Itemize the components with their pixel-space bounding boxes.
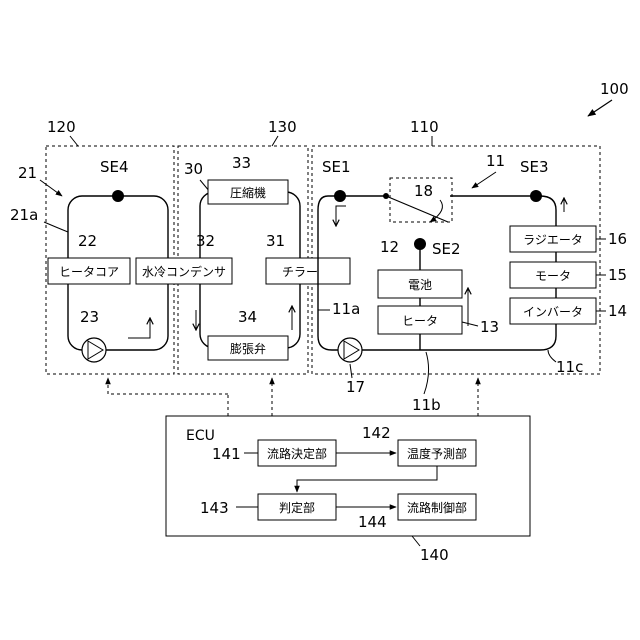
ref-21-arrow: [40, 180, 62, 196]
heater-core-label: ヒータコア: [59, 265, 119, 279]
inverter-label: インバータ: [523, 305, 583, 319]
judgment-label: 判定部: [279, 500, 315, 515]
chiller-ref: 31: [266, 232, 285, 250]
heater-label: ヒータ: [402, 314, 438, 328]
se4-label: SE4: [100, 158, 129, 176]
system-ref-arrow: [588, 100, 612, 116]
ref-34-label: 34: [238, 308, 257, 326]
battery-ref: 12: [380, 238, 399, 256]
flow-arrow-11-left: [336, 206, 346, 226]
se1-sensor: [334, 190, 346, 202]
inverter-ref: 14: [608, 302, 627, 320]
water-condenser-ref: 32: [196, 232, 215, 250]
ref-11c-label: 11c: [556, 358, 583, 376]
ref-11c-leader: [548, 350, 556, 362]
ref-17-label: 17: [346, 378, 365, 396]
compressor-ref: 33: [232, 154, 251, 172]
se3-label: SE3: [520, 158, 549, 176]
region-120-leader: [70, 136, 78, 146]
heater-ref-leader: [462, 322, 478, 326]
motor-label: モータ: [535, 269, 571, 283]
path-decision-label: 流路決定部: [267, 446, 327, 461]
ref-11a-label: 11a: [332, 300, 360, 318]
se1-label: SE1: [322, 158, 351, 176]
water-condenser-label: 水冷コンデンサ: [142, 264, 226, 279]
ref-11b-label: 11b: [412, 396, 441, 414]
se2-sensor: [414, 238, 426, 250]
ref-21a-label: 21a: [10, 206, 38, 224]
ecu-ref-leader: [412, 536, 420, 546]
ref-21-label: 21: [18, 164, 37, 182]
se3-sensor: [530, 190, 542, 202]
ecu-ref: 140: [420, 546, 449, 564]
se4-sensor: [112, 190, 124, 202]
ref-23-label: 23: [80, 308, 99, 326]
se2-label: SE2: [432, 240, 461, 258]
ref-21a-leader: [44, 222, 68, 232]
region-120-label: 120: [47, 118, 76, 136]
region-130-leader: [272, 136, 278, 146]
motor-ref: 15: [608, 266, 627, 284]
valve-18-ref: 18: [414, 182, 433, 200]
path-decision-ref: 141: [212, 445, 241, 463]
region-130-label: 130: [268, 118, 297, 136]
flow-arrow-21: [128, 318, 150, 338]
heater-ref: 13: [480, 318, 499, 336]
radiator-ref: 16: [608, 230, 627, 248]
heater-core-ref: 22: [78, 232, 97, 250]
ref-17-leader: [350, 364, 352, 378]
path-control-label: 流路制御部: [407, 500, 467, 515]
judgment-ref: 143: [200, 499, 229, 517]
ref-11-arrow: [472, 172, 496, 188]
region-110-label: 110: [410, 118, 439, 136]
ref-11b-leader: [424, 352, 429, 394]
temp-prediction-ref: 142: [362, 424, 391, 442]
path-control-ref: 144: [358, 513, 387, 531]
temp-prediction-label: 温度予測部: [407, 446, 467, 461]
compressor-label: 圧縮機: [230, 185, 266, 200]
battery-label: 電池: [408, 278, 432, 292]
ref-11-label: 11: [486, 152, 505, 170]
ref-30-label: 30: [184, 160, 203, 178]
chiller-label: チラー: [282, 265, 318, 279]
ecu-title: ECU: [186, 428, 215, 444]
system-ref-label: 100: [600, 80, 629, 98]
expansion-valve-label: 膨張弁: [230, 341, 266, 356]
radiator-label: ラジエータ: [523, 233, 583, 247]
